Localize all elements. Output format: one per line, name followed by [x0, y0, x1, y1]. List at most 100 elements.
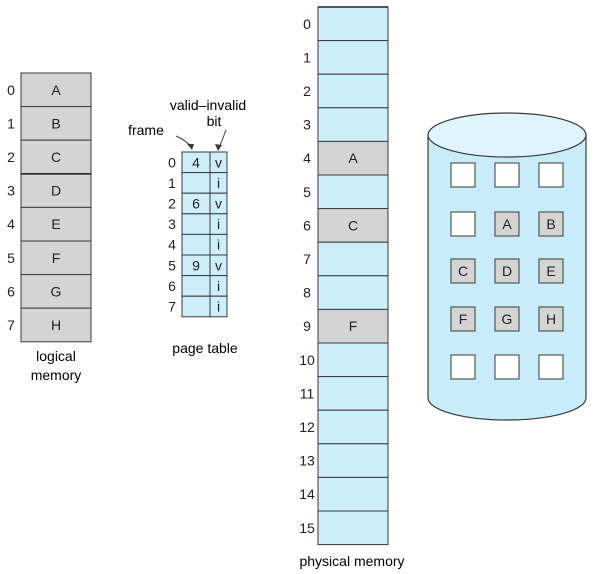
physical-frame-number: 5: [303, 184, 311, 200]
frame-arrow: [175, 135, 194, 150]
logical-page-number: 0: [7, 82, 15, 98]
physical-frame-number: 1: [303, 49, 311, 65]
logical-page-cell: [20, 106, 92, 141]
logical-memory-caption-line2: memory: [31, 367, 82, 383]
disk-block: [538, 258, 564, 284]
disk-block: [494, 258, 520, 284]
physical-frame-cell: [317, 376, 389, 411]
page-table-frame-cell: [181, 295, 211, 318]
logical-page-cell: [20, 307, 92, 343]
page-table-frame-number: 6: [192, 196, 200, 212]
disk-block: [450, 162, 476, 188]
physical-frame-number: 3: [303, 117, 311, 133]
logical-page-label: H: [51, 317, 61, 333]
physical-frame-cell: [317, 40, 389, 75]
page-table-valid-bit: v: [215, 196, 222, 212]
page-table-index: 1: [168, 175, 176, 191]
page-table-frame-cell: [181, 172, 211, 194]
physical-frame-cell: [317, 510, 389, 546]
physical-frame-cell: [317, 443, 389, 478]
disk-block-label: B: [546, 216, 555, 232]
physical-frame-number: 10: [299, 352, 315, 368]
logical-page-cell: [20, 173, 92, 208]
logical-page-number: 6: [7, 283, 15, 299]
physical-frame-content: C: [348, 217, 358, 233]
disk-block-label: F: [459, 311, 468, 327]
physical-frame-cell: [317, 241, 389, 277]
logical-page-label: E: [51, 216, 60, 232]
logical-page-cell: [20, 72, 92, 108]
page-table-frame-number: 9: [192, 257, 200, 273]
disk-block: [538, 306, 564, 332]
logical-page-label: C: [51, 149, 61, 165]
logical-page-number: 3: [7, 183, 15, 199]
physical-frame-cell: [317, 342, 389, 378]
physical-frame-number: 7: [303, 251, 311, 267]
logical-page-label: D: [51, 183, 61, 199]
physical-memory-caption: physical memory: [299, 553, 404, 569]
disk-block: [494, 354, 520, 380]
disk-block: [450, 258, 476, 284]
page-table-valid-bit: i: [217, 216, 220, 232]
disk-top: [427, 112, 587, 158]
physical-frame-number: 4: [303, 150, 311, 166]
page-table-index: 6: [168, 278, 176, 294]
disk-block-label: H: [546, 311, 556, 327]
backing-store-disk: A B C D E F G H: [427, 112, 587, 421]
frame-label: frame: [128, 122, 164, 138]
logical-page-label: B: [51, 115, 60, 131]
physical-frame-number: 13: [299, 453, 315, 469]
logical-page-number: 5: [7, 250, 15, 266]
physical-frame-cell: [317, 308, 389, 344]
disk-block: [494, 162, 520, 188]
physical-frame-number: 8: [303, 285, 311, 301]
page-table-frame-cell: [181, 233, 211, 256]
disk-block: [538, 211, 564, 237]
page-table-index: 2: [168, 196, 176, 212]
disk-block-label: A: [502, 216, 512, 232]
physical-frame-number: 12: [299, 419, 315, 435]
page-table-valid-bit: i: [217, 237, 220, 253]
physical-frame-number: 6: [303, 217, 311, 233]
physical-frame-number: 15: [299, 520, 315, 536]
page-table-valid-bit: i: [217, 278, 220, 294]
physical-frame-number: 0: [303, 16, 311, 32]
logical-page-label: F: [52, 250, 61, 266]
physical-frame-cell: [317, 409, 389, 445]
physical-frame-cell: [317, 174, 389, 210]
logical-page-number: 2: [7, 149, 15, 165]
bit-label: bit: [207, 113, 222, 129]
physical-frame-cell: [317, 476, 389, 512]
logical-page-number: 4: [7, 216, 15, 232]
physical-frame-cell: [317, 208, 389, 243]
disk-block-label: E: [546, 263, 555, 279]
page-table-index: 5: [168, 257, 176, 273]
page-table-frame-cell: [181, 275, 211, 297]
physical-frame-content: A: [348, 150, 358, 166]
logical-memory-caption-line1: logical: [36, 348, 76, 364]
disk-block-label: G: [502, 311, 513, 327]
page-table-index: 0: [168, 154, 176, 170]
page-table-index: 4: [168, 237, 176, 253]
page-table-valid-bit: i: [217, 299, 220, 315]
page-table-frame-number: 4: [192, 154, 200, 170]
physical-frame-cell: [317, 6, 389, 42]
physical-frame-number: 2: [303, 83, 311, 99]
disk-block-label: D: [502, 263, 512, 279]
physical-frame-number: 14: [299, 486, 315, 502]
logical-page-label: A: [51, 82, 61, 98]
disk-block-label: C: [458, 263, 468, 279]
disk-block: [450, 354, 476, 380]
bit-arrow: [215, 129, 227, 151]
logical-page-label: G: [51, 283, 62, 299]
disk-block: [494, 306, 520, 332]
logical-page-cell: [20, 240, 92, 276]
valid-invalid-label: valid–invalid: [170, 97, 246, 113]
page-table-caption: page table: [172, 340, 238, 356]
physical-frame-cell: [317, 107, 389, 142]
page-table-index: 3: [168, 216, 176, 232]
disk-block: [494, 211, 520, 237]
